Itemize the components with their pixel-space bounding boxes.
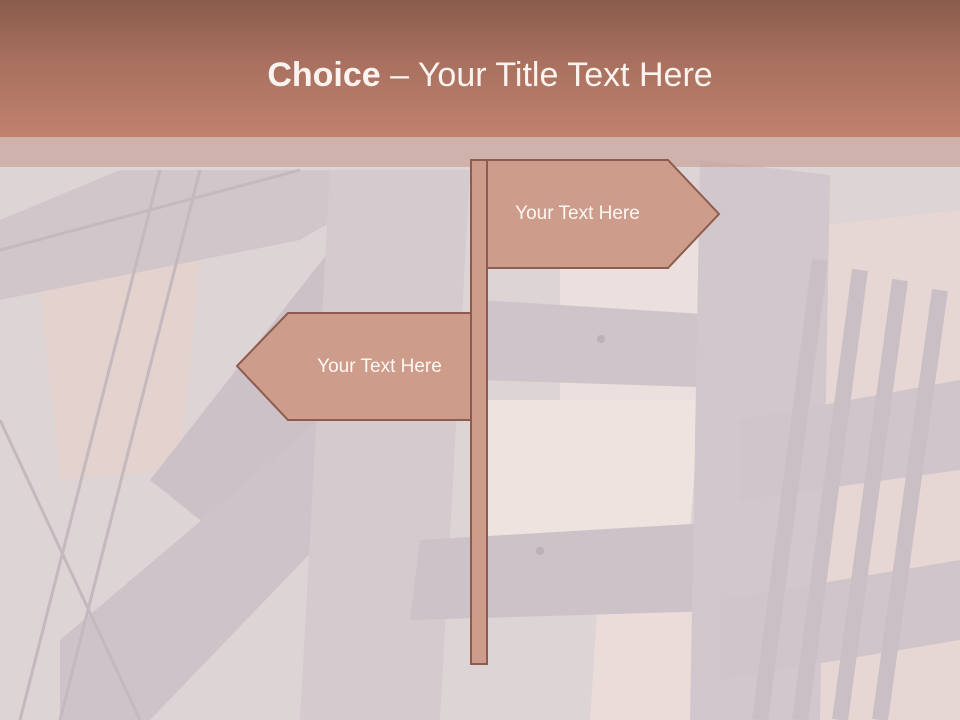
left-sign-text[interactable]: Your Text Here <box>317 356 442 377</box>
title-rest: Your Title Text Here <box>417 56 713 94</box>
slide-title: Choice – Your Title Text Here <box>0 52 960 98</box>
right-sign-text[interactable]: Your Text Here <box>515 203 640 224</box>
title-bar <box>0 0 960 137</box>
left-arrow-sign <box>235 312 472 421</box>
signpost-pole <box>470 159 488 665</box>
title-bold-word: Choice <box>267 56 381 94</box>
title-dash: – <box>380 56 418 94</box>
